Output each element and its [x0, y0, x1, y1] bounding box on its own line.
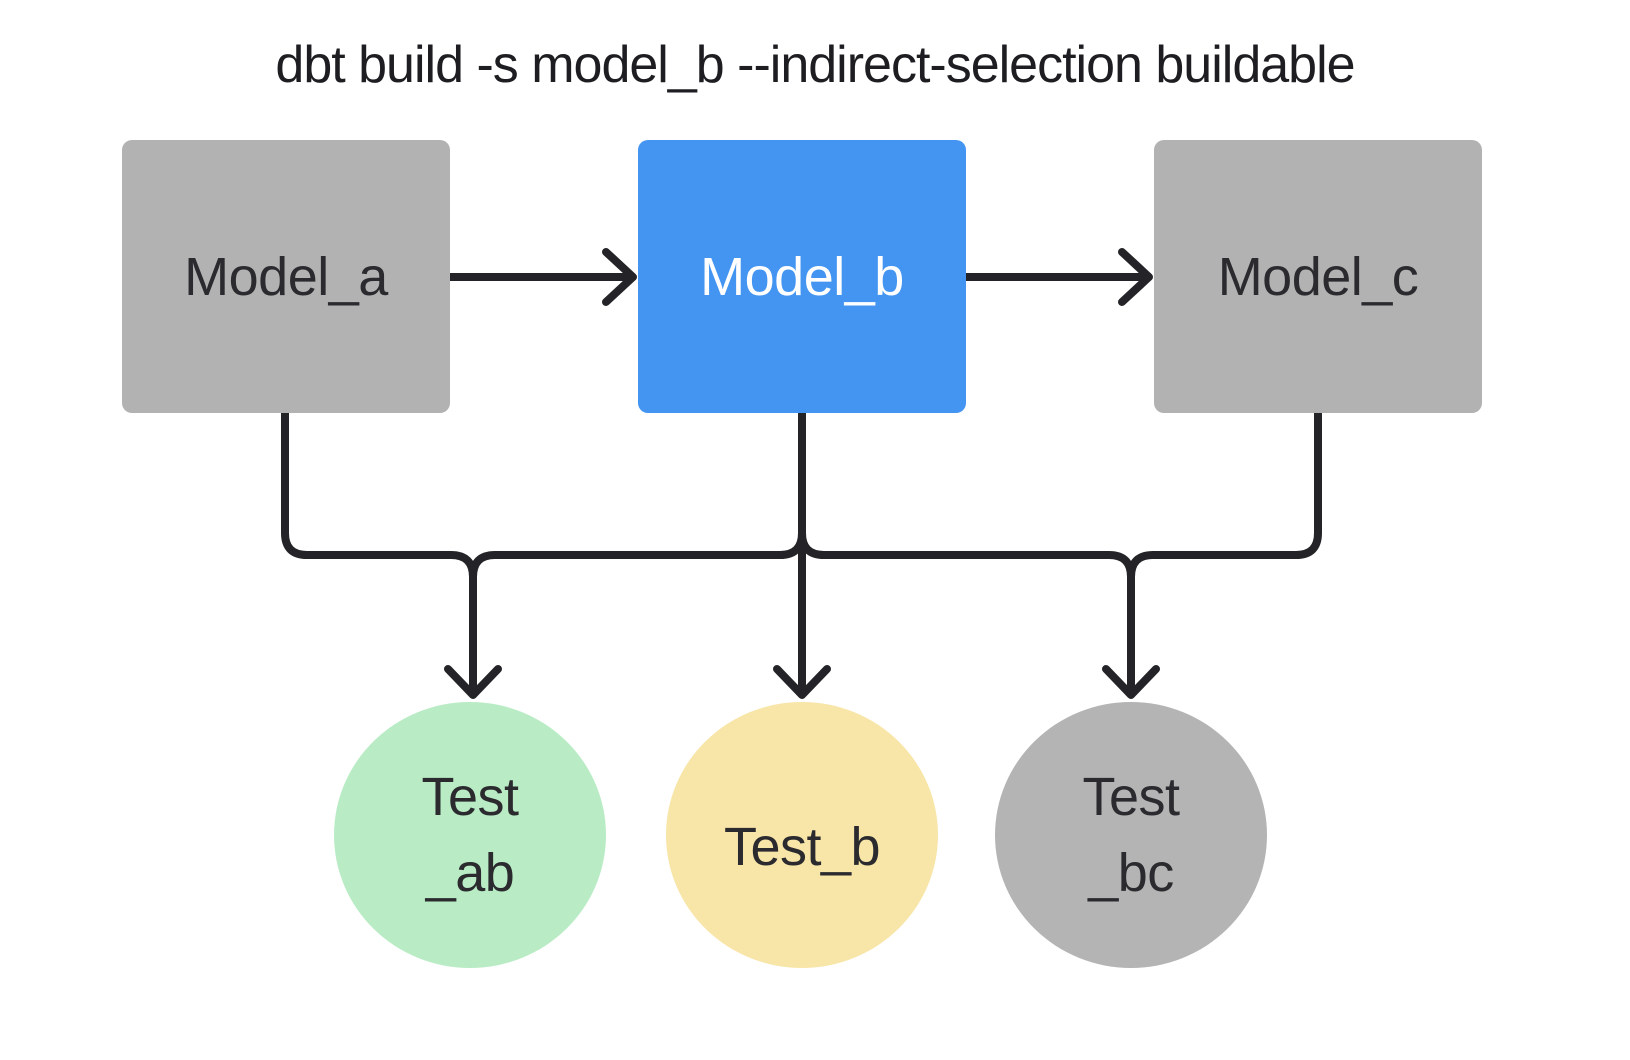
edge-model-c-to-test-bc	[1127, 409, 1322, 690]
diagram-title: dbt build -s model_b --indirect-selectio…	[275, 36, 1355, 94]
node-model-b-label: Model_b	[700, 246, 904, 307]
node-model-b: Model_b	[638, 140, 966, 413]
node-model-a-label: Model_a	[184, 246, 388, 307]
edge-model-a-to-test-ab	[281, 409, 477, 690]
node-test-bc: Test _bc	[995, 702, 1267, 968]
node-test-b: Test_b	[666, 702, 938, 968]
node-model-a: Model_a	[122, 140, 450, 413]
node-test-ab-label-line2: _ab	[425, 843, 515, 903]
node-test-b-label: Test_b	[723, 817, 881, 877]
node-test-ab-label-line1: Test	[421, 767, 519, 827]
node-model-c: Model_c	[1154, 140, 1482, 413]
arrowhead-right-icon	[602, 248, 637, 306]
arrowhead-down-icon	[1102, 665, 1160, 699]
node-model-c-label: Model_c	[1217, 246, 1419, 307]
arrowhead-right-icon	[1118, 248, 1153, 306]
arrowhead-down-icon	[773, 665, 831, 699]
edge-model-b-to-test-ab	[469, 409, 806, 690]
node-test-ab: Test _ab	[334, 702, 606, 968]
node-test-bc-label-line1: Test	[1082, 767, 1180, 827]
arrowhead-down-icon	[444, 665, 502, 699]
node-test-bc-label-line2: _bc	[1088, 843, 1174, 903]
edge-model-b-to-test-bc	[798, 409, 1135, 690]
